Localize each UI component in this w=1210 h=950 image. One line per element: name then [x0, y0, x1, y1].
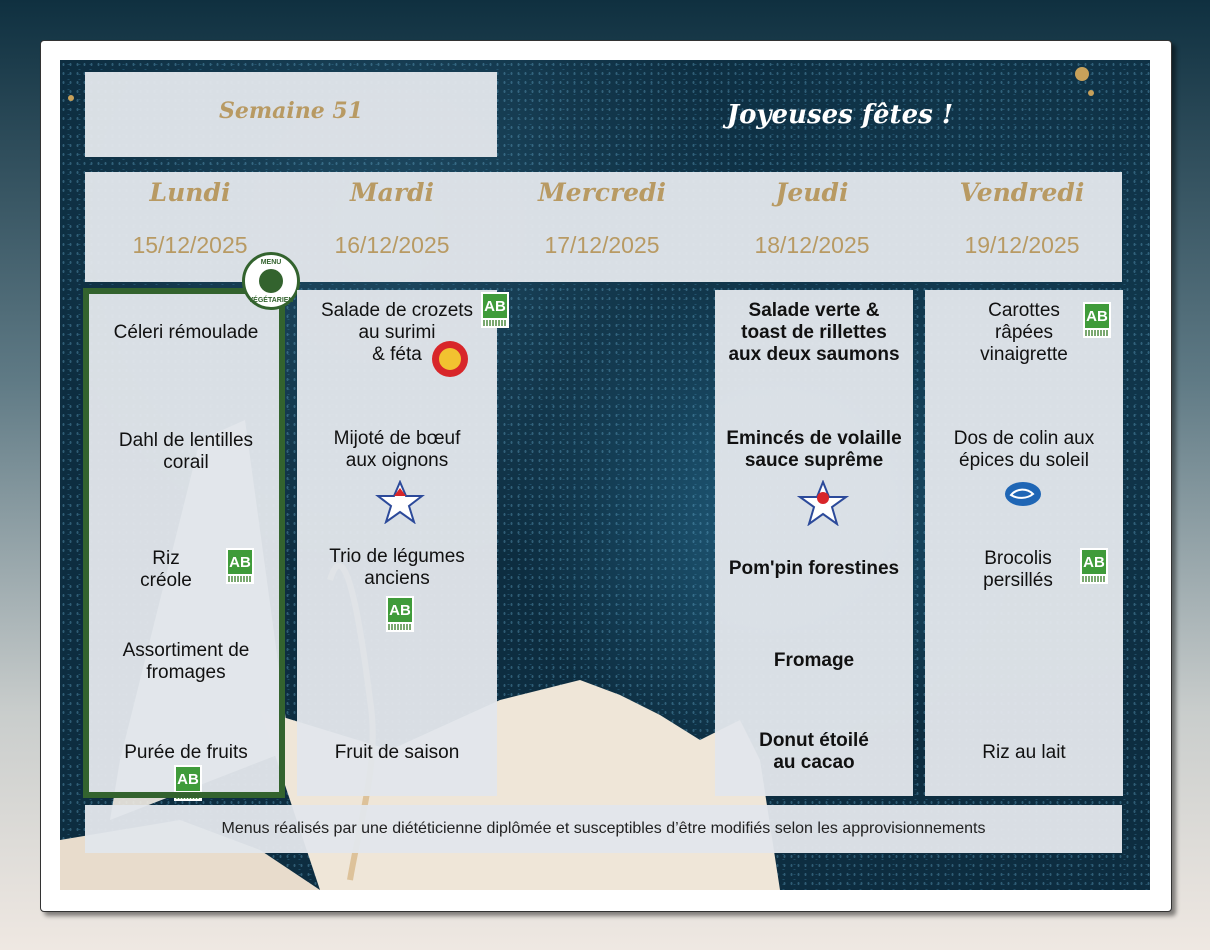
ab-logo-text: AB — [483, 294, 507, 318]
dish-main: Emincés de volaille sauce suprême — [715, 428, 913, 472]
day-date: 16/12/2025 — [334, 232, 450, 258]
gold-confetti — [1088, 90, 1094, 96]
days-header: Lundi 15/12/2025 Mardi 16/12/2025 Mercre… — [85, 172, 1122, 282]
vegetarian-badge-icon: MENU VÉGÉTARIEN — [242, 252, 300, 310]
organic-ab-icon: AB — [1083, 302, 1111, 338]
dish-line: au surimi — [358, 322, 436, 343]
aop-label-icon — [432, 341, 468, 377]
volaille-francaise-icon — [797, 480, 849, 526]
dish-line: Dos de colin aux — [953, 428, 1095, 449]
menu-column-mardi: Salade de crozets au surimi & féta AB Mi… — [297, 290, 509, 796]
ab-logo-text: AB — [1082, 550, 1106, 574]
day-date: 18/12/2025 — [754, 232, 870, 258]
day-date: 15/12/2025 — [132, 232, 248, 258]
day-name: Vendredi — [959, 178, 1085, 207]
dish-dessert: Donut étoilé au cacao — [715, 730, 913, 774]
dish-line: Salade de crozets — [320, 300, 474, 321]
ab-logo-text: AB — [228, 550, 252, 574]
ab-logo-text: AB — [176, 767, 200, 791]
dish-line: sauce suprême — [744, 450, 884, 471]
footer-text: Menus réalisés par une diététicienne dip… — [221, 820, 986, 837]
viande-bovine-francaise-icon — [375, 480, 425, 524]
dish-dessert: Purée de fruits — [124, 742, 248, 763]
dish-line: au cacao — [773, 752, 855, 773]
dish-line: Carottes — [988, 300, 1060, 321]
dish-line: Donut étoilé — [759, 730, 869, 751]
day-date: 17/12/2025 — [544, 232, 660, 258]
vegetarian-menu-frame — [83, 288, 285, 798]
ab-logo-text: AB — [388, 598, 412, 622]
footer-note: Menus réalisés par une diététicienne dip… — [85, 805, 1122, 853]
dish-line: corail — [163, 452, 209, 473]
dish-line: épices du soleil — [959, 450, 1089, 471]
dish-line: & féta — [372, 344, 422, 365]
week-label: Semaine 51 — [218, 98, 364, 124]
dish-starter: Céleri rémoulade — [113, 322, 259, 343]
organic-ab-icon: AB — [481, 292, 509, 328]
day-date: 19/12/2025 — [964, 232, 1080, 258]
ab-logo-text: AB — [1085, 304, 1109, 328]
menu-column-jeudi: Salade verte & toast de rillettes aux de… — [715, 290, 913, 796]
dish-line: persillés — [983, 570, 1053, 591]
week-header: Semaine 51 — [85, 72, 497, 157]
gold-confetti — [68, 95, 74, 101]
dish-line: Emincés de volaille — [726, 428, 902, 449]
msc-sustainable-fishing-icon — [1005, 482, 1041, 506]
dish-side: Pom'pin forestines — [728, 558, 900, 579]
dish-line: créole — [140, 570, 192, 591]
dish-side: Trio de légumes anciens — [297, 546, 497, 590]
menu-poster: Semaine 51 Joyeuses fêtes ! Lundi 15/12/… — [60, 60, 1150, 890]
dish-dessert: Fruit de saison — [334, 742, 460, 763]
dish-dessert: Riz au lait — [982, 742, 1066, 763]
dish-main: Dahl de lentilles corail — [88, 430, 284, 474]
dish-starter: Salade verte & toast de rillettes aux de… — [715, 300, 913, 366]
dish-cheese: Fromage — [773, 650, 855, 671]
dish-side: Riz créole — [60, 548, 284, 592]
dish-line: aux oignons — [345, 450, 449, 471]
dish-line: Salade verte & — [748, 300, 880, 321]
dish-line: Assortiment de — [122, 640, 250, 661]
dish-line: anciens — [364, 568, 430, 589]
dish-line: toast de rillettes — [741, 322, 887, 343]
menu-column-vendredi: Carottes râpées vinaigrette AB Dos de co… — [925, 290, 1123, 796]
dish-line: aux deux saumons — [728, 344, 900, 365]
organic-ab-icon: AB — [226, 548, 254, 584]
dish-line: vinaigrette — [980, 344, 1068, 365]
dish-side: Brocolis persillés — [913, 548, 1123, 592]
greeting-text: Joyeuses fêtes ! — [726, 100, 954, 130]
day-name: Mercredi — [537, 178, 667, 207]
dish-main: Dos de colin aux épices du soleil — [925, 428, 1123, 472]
dish-main: Mijoté de bœuf aux oignons — [297, 428, 497, 472]
dish-starter: Carottes râpées vinaigrette — [925, 300, 1123, 366]
day-name: Lundi — [149, 178, 231, 207]
badge-text: VÉGÉTARIEN — [248, 297, 294, 304]
dish-line: râpées — [994, 322, 1054, 343]
dish-line: Mijoté de bœuf — [333, 428, 461, 449]
badge-text: MENU — [260, 259, 282, 266]
gold-confetti — [1075, 67, 1089, 81]
organic-ab-icon: AB — [1080, 548, 1108, 584]
day-name: Mardi — [349, 178, 435, 207]
dish-starter: Salade de crozets au surimi & féta — [297, 300, 497, 366]
organic-ab-icon: AB — [386, 596, 414, 632]
dish-line: fromages — [146, 662, 226, 683]
dish-line: Brocolis — [984, 548, 1052, 569]
dish-line: Trio de légumes — [329, 546, 465, 567]
dish-line: Dahl de lentilles — [118, 430, 254, 451]
day-name: Jeudi — [775, 178, 849, 207]
dish-cheese: Assortiment de fromages — [88, 640, 284, 684]
dish-line: Riz — [152, 548, 180, 569]
